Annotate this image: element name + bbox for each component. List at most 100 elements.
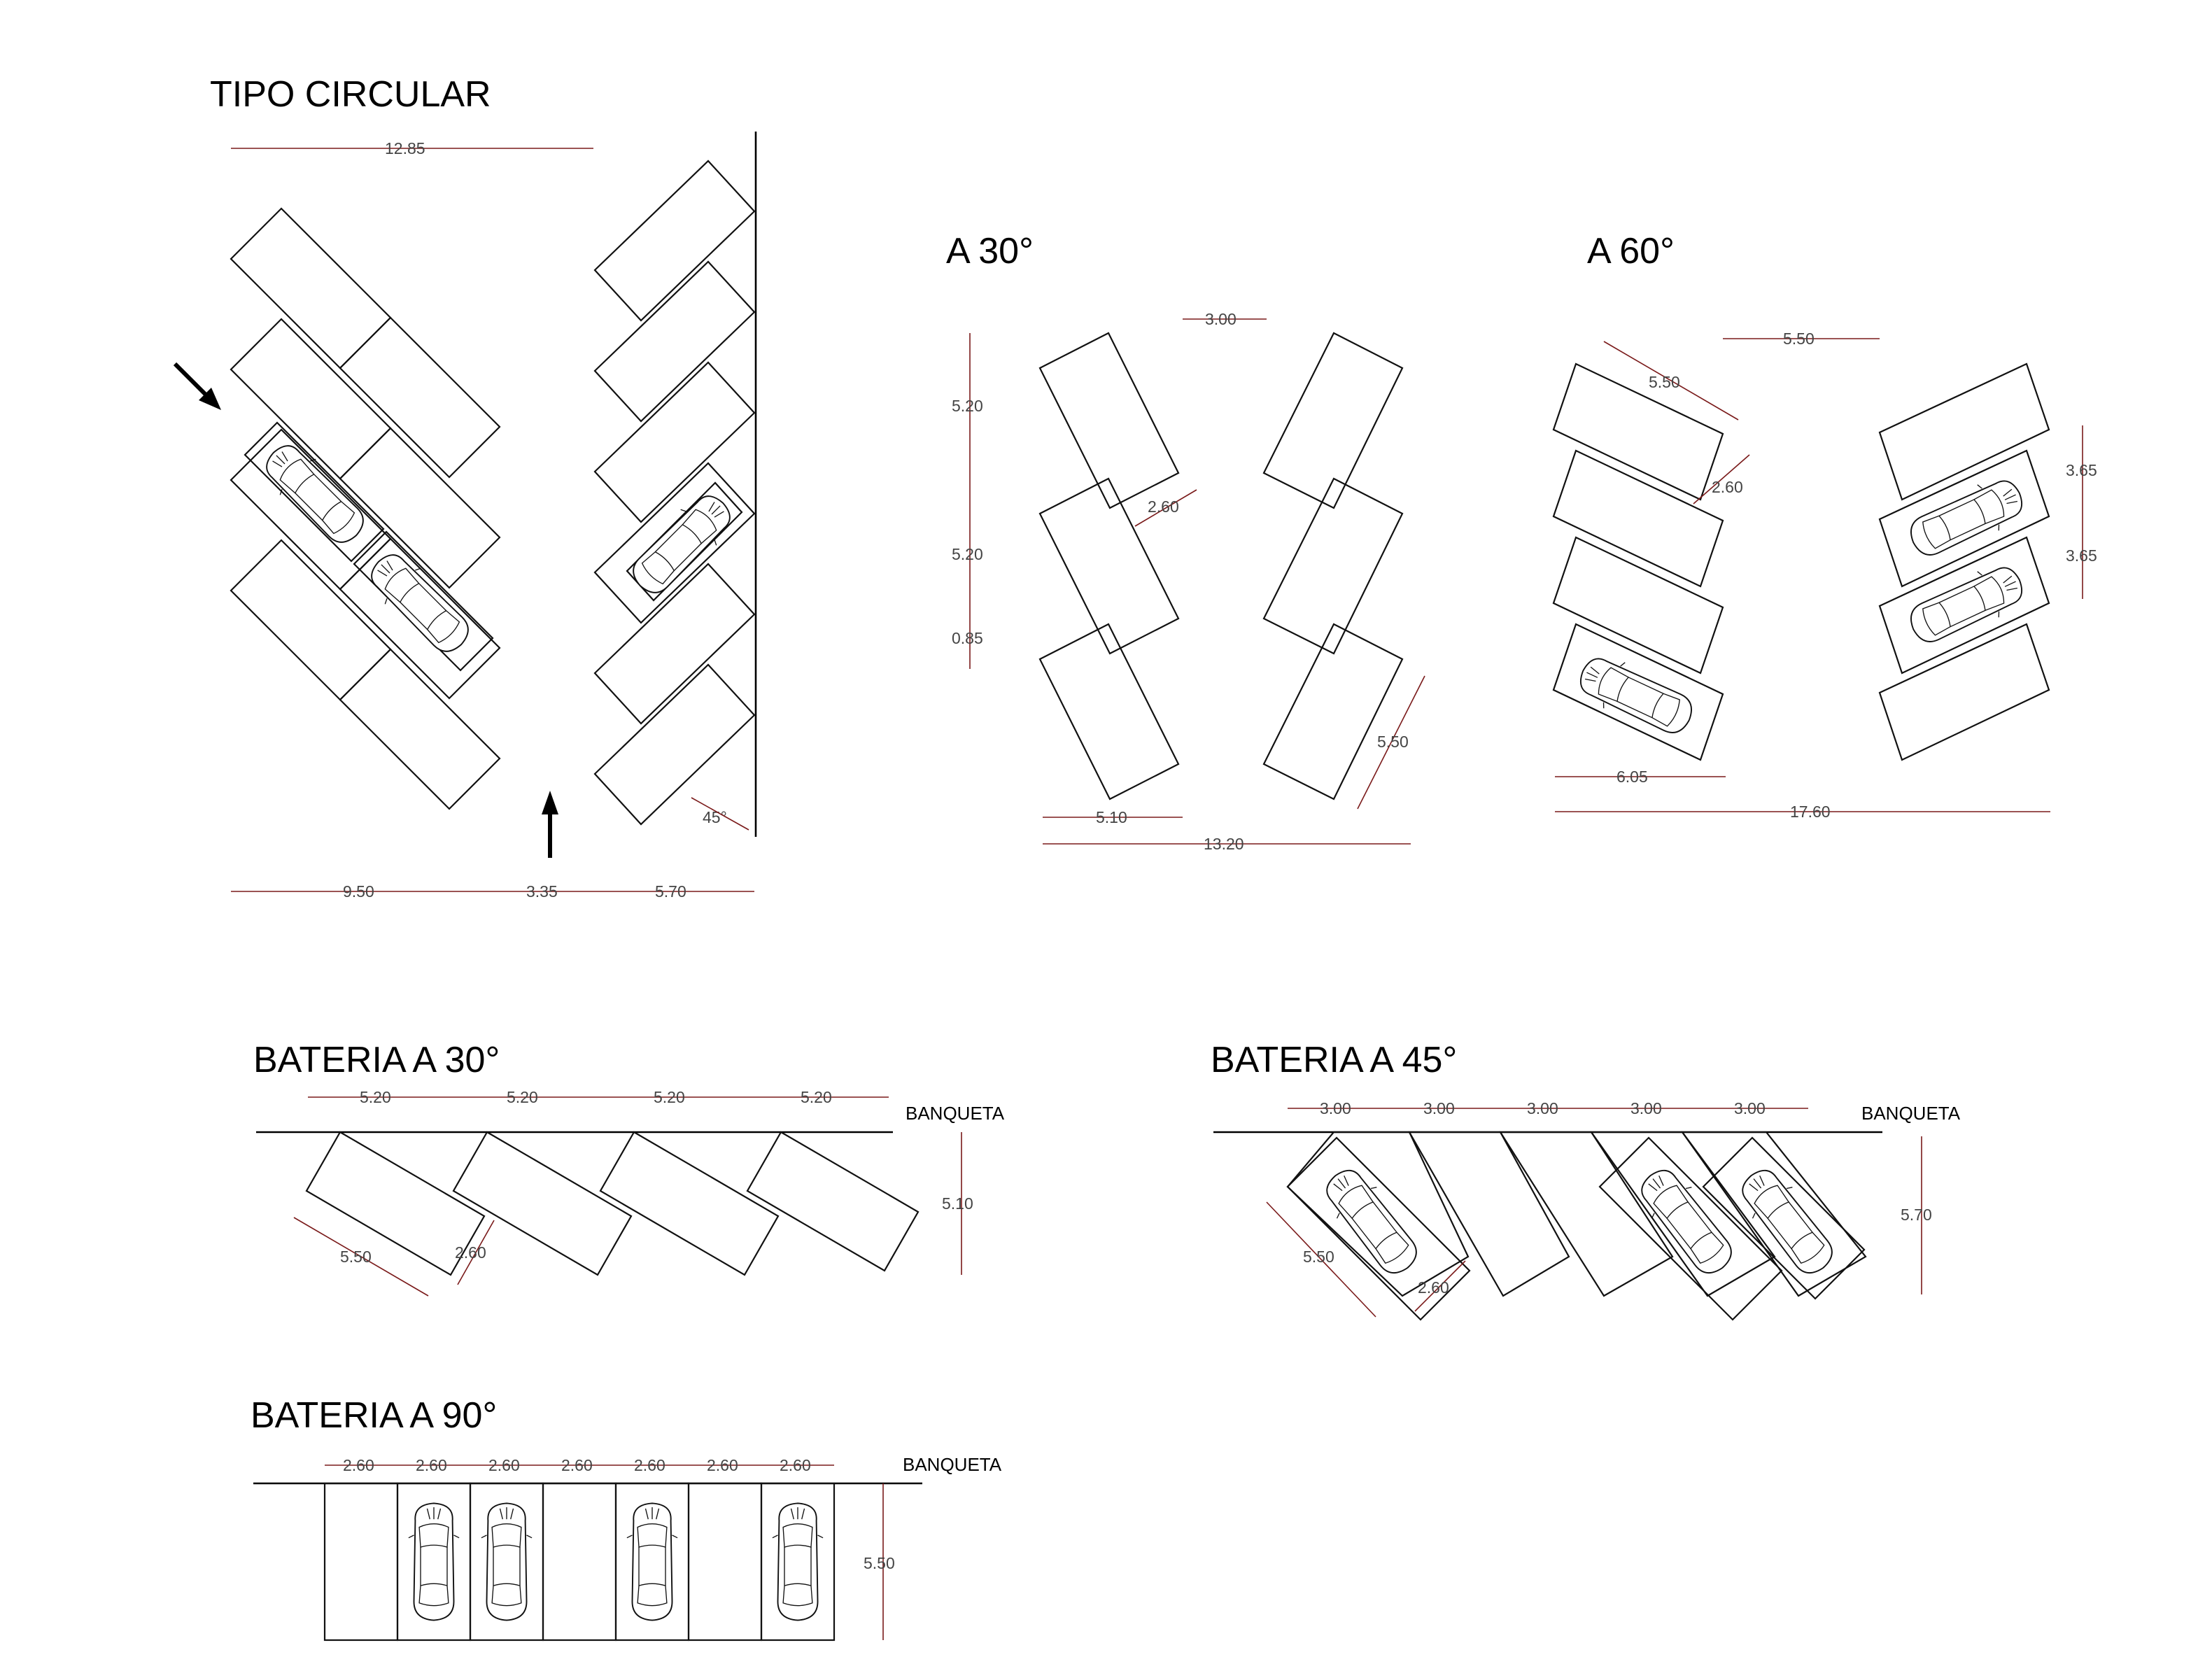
stall: [1589, 1131, 1776, 1297]
dim-a30-h3: 0.85: [952, 629, 983, 647]
title-bateria-30: BATERIA A 30°: [253, 1040, 500, 1080]
dim-bat90-w1: 2.60: [343, 1456, 374, 1474]
dim-circular-b3: 5.70: [655, 882, 686, 901]
stall: [1286, 1131, 1470, 1297]
stall: [1552, 623, 1724, 761]
stall: [230, 207, 392, 369]
dim-a30-h1: 5.20: [952, 397, 983, 415]
dim-a60-aisle: 5.50: [1783, 330, 1815, 348]
stall: [1262, 623, 1404, 800]
stall: [230, 539, 392, 701]
circular-left-stalls: [230, 207, 501, 810]
dim-bat30-w2: 5.20: [507, 1088, 538, 1106]
dim-bat45-len: 5.50: [1303, 1248, 1334, 1266]
label-banqueta-90: BANQUETA: [903, 1454, 1002, 1475]
stall: [305, 1131, 486, 1276]
stall: [1038, 623, 1180, 800]
dim-line: [1693, 454, 1750, 504]
stall: [1262, 477, 1404, 655]
dim-bat90-depth: 5.50: [864, 1554, 895, 1572]
entry-arrow-icon: [173, 362, 221, 410]
dim-line: [293, 1217, 429, 1297]
stall: [339, 648, 501, 810]
label-banqueta-45: BANQUETA: [1861, 1103, 1961, 1124]
dim-bat45-width: 2.60: [1418, 1278, 1449, 1297]
dim-bat45-w1: 3.00: [1320, 1099, 1351, 1117]
stall: [1038, 477, 1180, 655]
dim-bat45-w5: 3.00: [1734, 1099, 1766, 1117]
car-icon: [626, 1502, 679, 1621]
dim-a60-width: 2.60: [1712, 478, 1743, 496]
dim-line: [1414, 1260, 1466, 1312]
stall: [599, 1131, 780, 1276]
stall-outline: [244, 421, 385, 563]
dim-a60-depth: 6.05: [1616, 768, 1648, 786]
car-icon: [1902, 556, 2031, 653]
stall: [593, 462, 756, 624]
dim-bat45-w2: 3.00: [1423, 1099, 1455, 1117]
dim-a30-width: 2.60: [1148, 497, 1179, 516]
dim-line: [1266, 1201, 1376, 1318]
stall: [1408, 1131, 1570, 1297]
dim-bat45-w4: 3.00: [1630, 1099, 1662, 1117]
stall: [1552, 449, 1724, 588]
stall: [593, 563, 756, 725]
dim-bat90-w4: 2.60: [561, 1456, 593, 1474]
car-icon: [1902, 470, 2031, 566]
stall: [542, 1482, 617, 1642]
a30-right-stalls: [1262, 332, 1404, 800]
dim-line: [1134, 489, 1197, 527]
dim-circular-top: 12.85: [385, 139, 425, 157]
stall: [1878, 623, 2050, 761]
stall-outline: [1598, 1136, 1783, 1321]
dim-circular-b1: 9.50: [343, 882, 374, 901]
title-bateria-45: BATERIA A 45°: [1211, 1040, 1457, 1080]
stall: [452, 1131, 633, 1276]
dim-line: [1603, 341, 1739, 421]
section-bateria-45: BATERIA A 45° BANQUETA 3.00 3.00 3.00 3.…: [1211, 1040, 1961, 1321]
dim-bat90-w5: 2.60: [634, 1456, 665, 1474]
dim-a60-s2: 3.65: [2066, 546, 2097, 565]
stall: [760, 1482, 836, 1642]
a60-right-stalls: [1878, 362, 2050, 761]
section-a30: A 30° 3.00 5.20 5.20 0.85 2.60 5.50 5.10…: [946, 231, 1425, 853]
dim-bat30-w4: 5.20: [801, 1088, 832, 1106]
dim-circular-b2: 3.35: [526, 882, 558, 901]
dim-bat45-depth: 5.70: [1901, 1206, 1932, 1224]
dim-bat30-w3: 5.20: [654, 1088, 685, 1106]
dim-bat45-w3: 3.00: [1527, 1099, 1558, 1117]
a60-left-stalls: [1552, 362, 1724, 761]
section-bateria-90: BATERIA A 90° BANQUETA 2.60 2.60 2.60 2.…: [251, 1395, 1002, 1642]
stall: [1552, 362, 1724, 501]
stall: [339, 537, 501, 700]
stall: [593, 160, 756, 322]
section-tipo-circular: TIPO CIRCULAR: [173, 74, 757, 901]
dim-a30-depth: 5.10: [1096, 808, 1127, 826]
car-icon: [1630, 1159, 1743, 1285]
stall: [1038, 332, 1180, 509]
car-icon: [360, 543, 480, 663]
bat90-stalls: [323, 1482, 836, 1642]
dim-bat30-w1: 5.20: [360, 1088, 391, 1106]
dim-a60-total: 17.60: [1790, 803, 1831, 821]
stall: [1552, 536, 1724, 675]
title-bateria-90: BATERIA A 90°: [251, 1395, 497, 1436]
stall: [593, 663, 756, 826]
dim-bat30-width: 2.60: [455, 1243, 486, 1262]
dim-bat30-depth: 5.10: [942, 1194, 973, 1213]
a30-left-stalls: [1038, 332, 1180, 800]
dim-bat90-w3: 2.60: [488, 1456, 520, 1474]
stall: [593, 260, 756, 423]
stall: [746, 1131, 920, 1272]
title-tipo-circular: TIPO CIRCULAR: [210, 74, 491, 115]
stall-outline: [1702, 1136, 1866, 1300]
stall: [593, 361, 756, 523]
bat45-stalls: [1286, 1131, 1867, 1321]
stall: [339, 427, 501, 589]
car-icon: [407, 1502, 460, 1621]
exit-arrow-icon: [542, 791, 558, 858]
stall: [1878, 536, 2050, 675]
stall-outline: [1286, 1136, 1471, 1321]
stall: [687, 1482, 763, 1642]
